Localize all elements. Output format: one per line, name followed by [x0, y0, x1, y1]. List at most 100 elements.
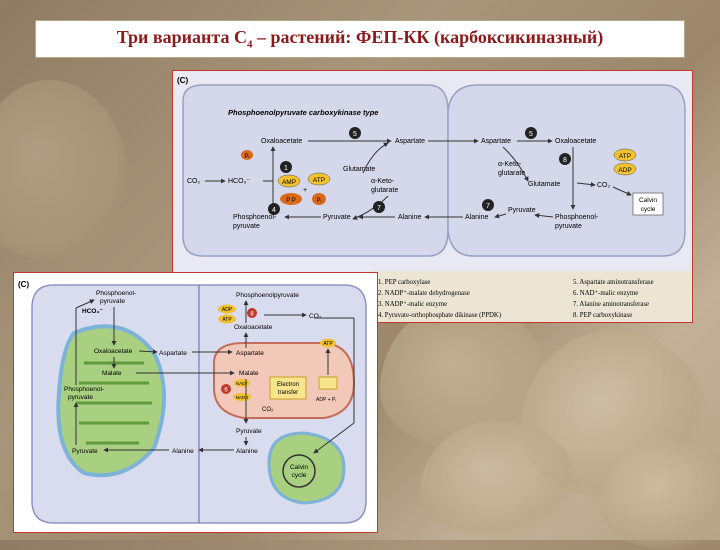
step-number: 8 [563, 157, 567, 164]
label-atp: ATP [222, 317, 232, 323]
calvin-cycle-box [632, 192, 664, 216]
label-electron-1: Electron [277, 382, 299, 388]
step-number: 7 [377, 205, 381, 212]
atp-badge [307, 172, 331, 186]
adp-badge [613, 162, 637, 176]
background-leaf [0, 80, 130, 260]
label-adp-right: ADP [618, 167, 631, 174]
step-number: 8 [250, 312, 254, 318]
label-aspartate-right: Aspartate [236, 350, 264, 357]
label-hco3: HCO₃⁻ [82, 308, 103, 315]
label-calvin-2: cycle [292, 472, 307, 479]
label-ketoglutarate-right-1: α-Keto- [498, 161, 522, 168]
label-pep-4: pyruvate [68, 394, 93, 401]
top-panel-label: (C) [177, 76, 188, 85]
label-malate-right: Malate [239, 370, 259, 377]
ppi-badge [280, 193, 302, 205]
label-atp-mid: ATP [323, 341, 333, 347]
label-aspartate-mid2: Aspartate [481, 138, 511, 145]
label-nad: NAD⁺ [236, 381, 249, 386]
atp-badge [320, 338, 336, 348]
bundle-sheath-cell [447, 84, 686, 257]
step-badge [482, 199, 494, 211]
label-pyruvate-left: Pyruvate [323, 214, 351, 221]
label-aspartate-mid1: Aspartate [395, 138, 425, 145]
label-plus: + [303, 187, 307, 194]
label-oxaloacetate-left: Oxaloacetate [94, 348, 133, 355]
step-badge [268, 203, 280, 215]
label-oxaloacetate-left: Oxaloacetate [261, 138, 302, 145]
legend-item: 3. NADP⁺-malic enzyme [378, 301, 447, 308]
label-glutamate-right: Glutamate [528, 181, 560, 188]
label-ketoglutarate-left-2: glutarate [371, 187, 398, 194]
step-number: 6 [224, 388, 228, 394]
bottom-panel-label: (C) [18, 280, 29, 289]
label-pep-right-1: Phosphoenol- [555, 214, 599, 221]
slide-title: Три варианта С4 – растений: ФЕП-КК (карб… [116, 27, 604, 51]
label-adp-pi: ADP + Pᵢ [316, 397, 336, 403]
top-heading: Phosphoenolpyruvate carboxykinase type [228, 108, 378, 117]
atp-badge [613, 148, 637, 162]
step-number: 4 [272, 207, 276, 214]
atp-synthase-box [318, 376, 338, 390]
step-badge [349, 127, 361, 139]
step-badge [280, 161, 292, 173]
label-pep-1: Phosphoenol- [96, 290, 136, 297]
step-badge [373, 201, 385, 213]
label-pi: Pᵢ [245, 154, 250, 160]
label-alanine-left: Alanine [398, 214, 421, 221]
label-pep-right: Phosphoenolpyruvate [236, 292, 299, 299]
legend-item: 1. PEP carboxylase [378, 279, 430, 286]
label-co2: CO₂ [187, 178, 201, 185]
legend-item: 6. NAD⁺-malic enzyme [573, 290, 638, 297]
label-electron-2: transfer [278, 390, 298, 396]
label-pep-left-1: Phosphoenol- [233, 214, 277, 221]
title-subscript: 4 [246, 38, 253, 51]
bottom-diagram-panel: (C) Calvin cycle Phosphoenol- pyruvate H… [13, 272, 378, 533]
label-pyruvate-left: Pyruvate [72, 448, 98, 455]
label-pep-3: Phosphoenol- [64, 386, 104, 393]
label-aspartate-left: Aspartate [159, 350, 187, 357]
label-calvin-1: Calvin [290, 464, 308, 471]
label-alanine-right: Alanine [236, 448, 258, 455]
label-atp1: ATP [313, 177, 325, 184]
label-oxaloacetate-right: Oxaloacetate [234, 324, 273, 331]
label-glutamate-left: Glutamate [343, 166, 375, 173]
label-calvin-1: Calvin [639, 197, 657, 204]
label-hco3: HCO₃⁻ [228, 178, 250, 185]
step-number: 1 [284, 165, 288, 172]
step-number: 5 [529, 131, 533, 138]
label-co2-mid: CO₂ [262, 407, 274, 413]
label-pep-right-2: pyruvate [555, 223, 582, 230]
label-pyruvate-right: Pyruvate [508, 207, 536, 214]
pi-badge [312, 193, 326, 205]
step-badge [559, 153, 571, 165]
label-adp: ADP [222, 307, 233, 313]
bottom-diagram: (C) Calvin cycle Phosphoenol- pyruvate H… [14, 273, 377, 532]
step-badge [525, 127, 537, 139]
label-alanine-right: Alanine [465, 214, 488, 221]
label-pep-2: pyruvate [100, 298, 125, 305]
legend-item: 2. NADP⁺-malate dehydrogenase [378, 290, 470, 297]
electron-transfer-box [269, 376, 307, 400]
legend-item: 7. Alanine aminotransferase [573, 301, 649, 308]
label-oxaloacetate-right: Oxaloacetate [555, 138, 596, 145]
step-badge [221, 384, 231, 394]
legend-item: 8. PEP carboxykinase [573, 312, 632, 319]
background-leaf [600, 440, 720, 550]
atp-badge [218, 314, 236, 324]
adp-badge [218, 304, 236, 314]
label-calvin-2: cycle [641, 206, 656, 213]
label-malate-left: Malate [102, 370, 122, 377]
pi-badge [241, 150, 253, 160]
label-co2-right: CO₂ [597, 182, 611, 189]
amp-badge [277, 174, 301, 188]
calvin-cycle-ring [282, 454, 316, 488]
label-pi2: Pᵢ [317, 198, 322, 204]
label-pyruvate-right: Pyruvate [236, 428, 262, 435]
step-number: 5 [353, 131, 357, 138]
label-pep-left-2: pyruvate [233, 223, 260, 230]
label-amp: AMP [282, 179, 296, 186]
label-ketoglutarate-left-1: α-Keto- [371, 178, 395, 185]
label-alanine-mid: Alanine [172, 448, 194, 455]
